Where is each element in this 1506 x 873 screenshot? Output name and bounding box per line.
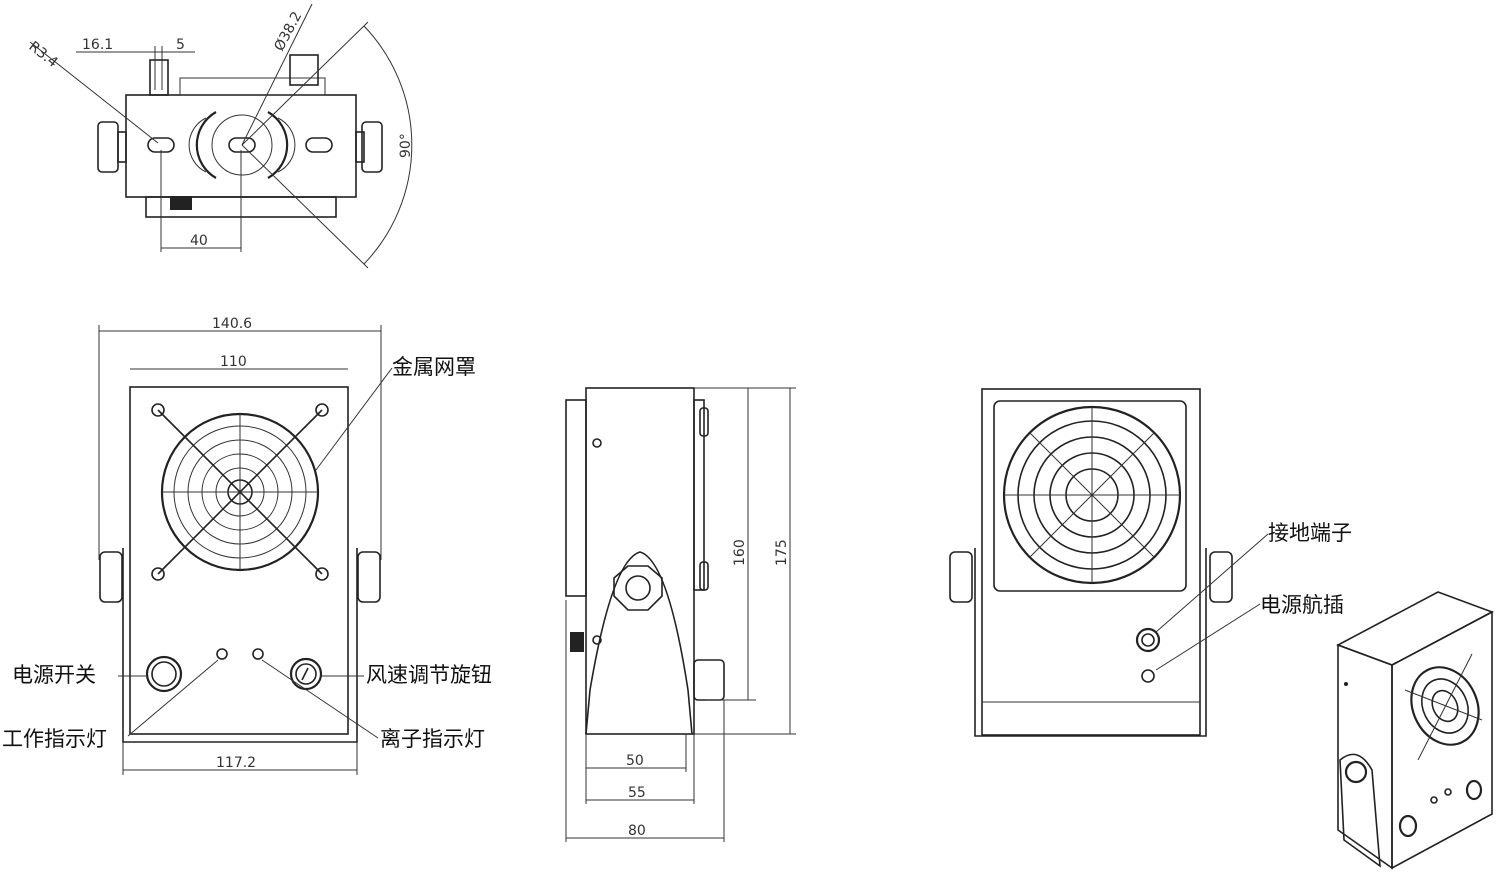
- dim-50: 50: [626, 753, 644, 769]
- dim-175: 175: [774, 539, 790, 566]
- top-view-slot-right: [305, 137, 333, 153]
- front-view-body: [129, 386, 349, 735]
- front-view-work-led: [216, 648, 228, 660]
- front-view-knob-left: [99, 551, 123, 603]
- top-view-switch-block: [170, 196, 192, 210]
- front-view: 140.6 110: [2, 316, 492, 775]
- side-view-socket: [693, 659, 725, 701]
- top-view-post-left: [149, 59, 169, 96]
- front-view-stand: [122, 548, 358, 743]
- dim-110: 110: [220, 354, 247, 370]
- dim-160: 160: [732, 539, 748, 566]
- isometric-view: [1336, 591, 1494, 870]
- front-view-knob-right: [357, 551, 381, 603]
- dim-16-1: 16.1: [82, 37, 113, 53]
- side-view-body: [585, 387, 695, 735]
- side-view-knob: [613, 565, 663, 611]
- front-view-fan-grille: [151, 403, 329, 581]
- dim-5: 5: [176, 37, 185, 53]
- rear-view-power-socket: [1141, 669, 1155, 683]
- top-view-connector: [289, 54, 319, 86]
- iso-knob: [1344, 760, 1368, 784]
- iso-switch: [1398, 814, 1418, 838]
- iso-fan-grille: [1410, 666, 1480, 746]
- top-view-knob-left: [97, 121, 119, 173]
- dim-55: 55: [628, 785, 646, 801]
- label-power-socket: 电源航插: [1260, 593, 1344, 617]
- dim-40: 40: [190, 233, 208, 249]
- dim-diameter: Ø38.2: [271, 9, 305, 54]
- rear-view: 接地端子 电源航插: [949, 388, 1352, 737]
- label-power-switch: 电源开关: [12, 663, 96, 687]
- rear-view-knob-left: [949, 551, 973, 603]
- top-view-slot-center: [228, 137, 256, 153]
- top-view-knob-right: [361, 121, 383, 173]
- label-fan-speed-knob: 风速调节旋钮: [366, 663, 492, 687]
- dim-90-deg: 90°: [398, 133, 414, 158]
- label-ion-indicator: 离子指示灯: [380, 727, 485, 751]
- side-view-stand: [585, 551, 693, 735]
- front-view-power-switch: [145, 655, 183, 693]
- rear-view-fan-grille: [1002, 405, 1182, 585]
- rear-view-ground-terminal: [1135, 627, 1161, 653]
- front-view-ion-led: [252, 648, 264, 660]
- dim-117-2: 117.2: [216, 755, 256, 771]
- dim-140-6: 140.6: [212, 316, 252, 332]
- side-view: 160 175 50 55 80: [565, 387, 796, 842]
- dim-r3-4: R3.4: [26, 39, 61, 71]
- label-work-indicator: 工作指示灯: [2, 727, 107, 751]
- rear-view-knob-right: [1209, 551, 1233, 603]
- iso-front-face: [1391, 610, 1493, 870]
- top-view-slot-left: [147, 137, 175, 153]
- iso-speed-knob: [1465, 779, 1483, 801]
- iso-stand: [1339, 753, 1381, 868]
- label-ground-terminal: 接地端子: [1268, 521, 1352, 545]
- iso-side-face: [1337, 643, 1393, 870]
- dim-80: 80: [628, 823, 646, 839]
- top-view: 16.1 5 R3.4 Ø38.2 90° 40: [26, 3, 414, 269]
- top-view-top-rail: [179, 77, 326, 96]
- label-metal-grille: 金属网罩: [392, 355, 476, 379]
- rear-view-body: [981, 388, 1201, 736]
